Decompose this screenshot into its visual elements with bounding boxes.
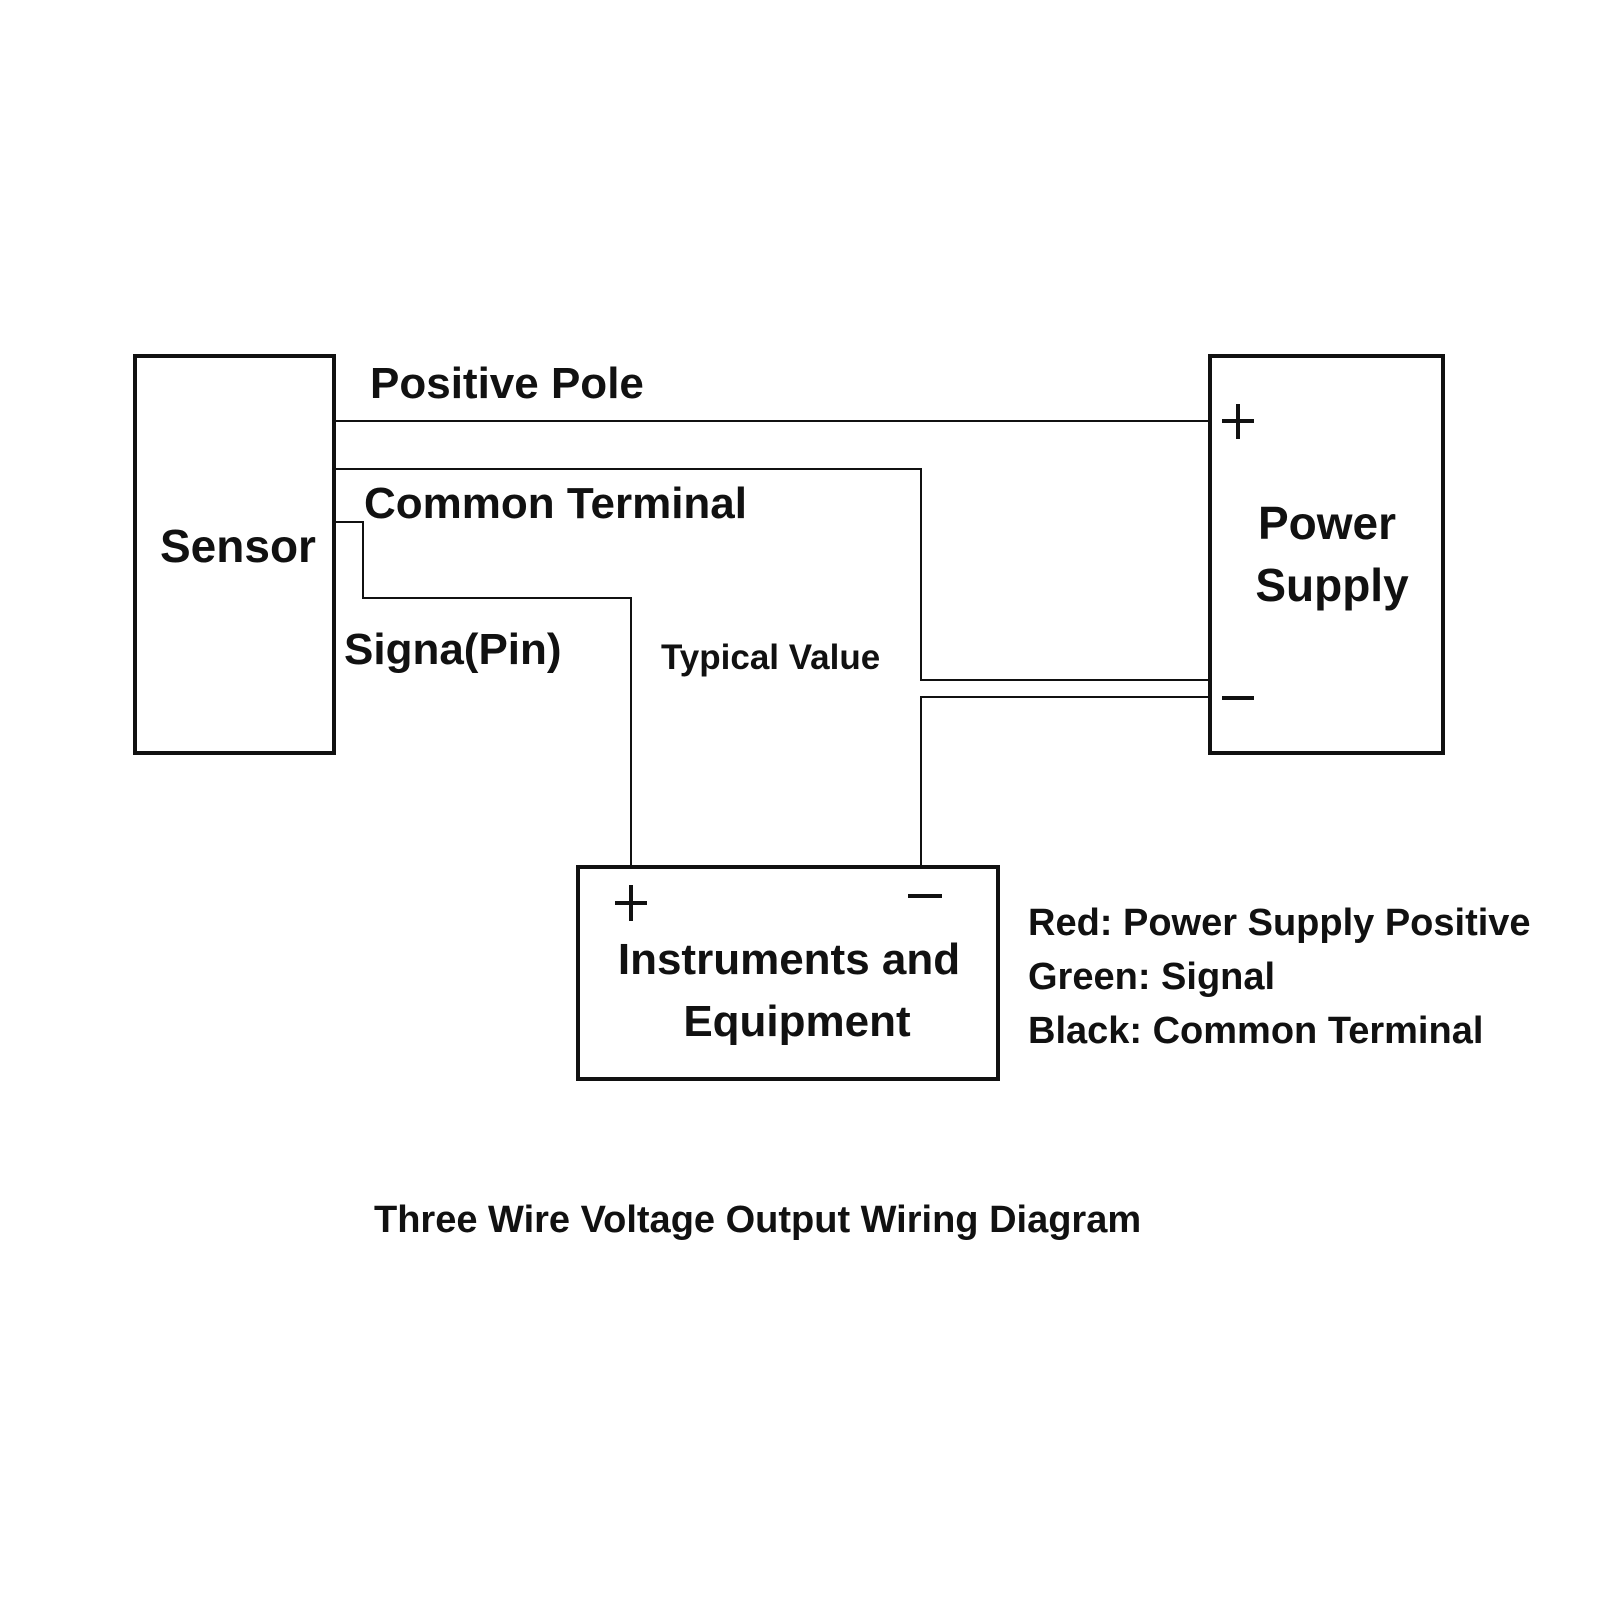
- instruments-box: [576, 865, 1000, 1081]
- signal-label: Signa(Pin): [344, 625, 562, 674]
- power-supply-box: [1208, 354, 1445, 755]
- legend-item-green: Green: Signal: [1028, 956, 1275, 998]
- power-supply-label-line2: Supply: [1255, 559, 1409, 611]
- common-terminal-label: Common Terminal: [364, 479, 747, 528]
- power-supply-positive-terminal: [1222, 404, 1254, 439]
- typical-value-label: Typical Value: [661, 638, 880, 677]
- sensor-label: Sensor: [160, 520, 316, 572]
- instruments-positive-terminal: [615, 885, 647, 921]
- instruments-label-line2: Equipment: [683, 997, 911, 1046]
- common-terminal-wire: [334, 468, 1210, 681]
- power-supply-label-line1: Power: [1258, 497, 1396, 549]
- sensor-block: Sensor: [133, 354, 336, 755]
- diagram-caption: Three Wire Voltage Output Wiring Diagram: [374, 1199, 1141, 1241]
- instruments-block: Instruments and Equipment: [576, 865, 1000, 1081]
- sensor-box: [133, 354, 336, 755]
- legend-item-red: Red: Power Supply Positive: [1028, 902, 1531, 944]
- instruments-label-line1: Instruments and: [618, 935, 960, 984]
- positive-pole-label: Positive Pole: [370, 359, 644, 408]
- signal-wire: [334, 521, 632, 867]
- instrument-negative-wire: [920, 696, 1210, 867]
- wire-color-legend: Red: Power Supply Positive Green: Signal…: [1028, 902, 1531, 1052]
- legend-item-black: Black: Common Terminal: [1028, 1010, 1483, 1052]
- power-supply-block: Power Supply: [1208, 354, 1445, 755]
